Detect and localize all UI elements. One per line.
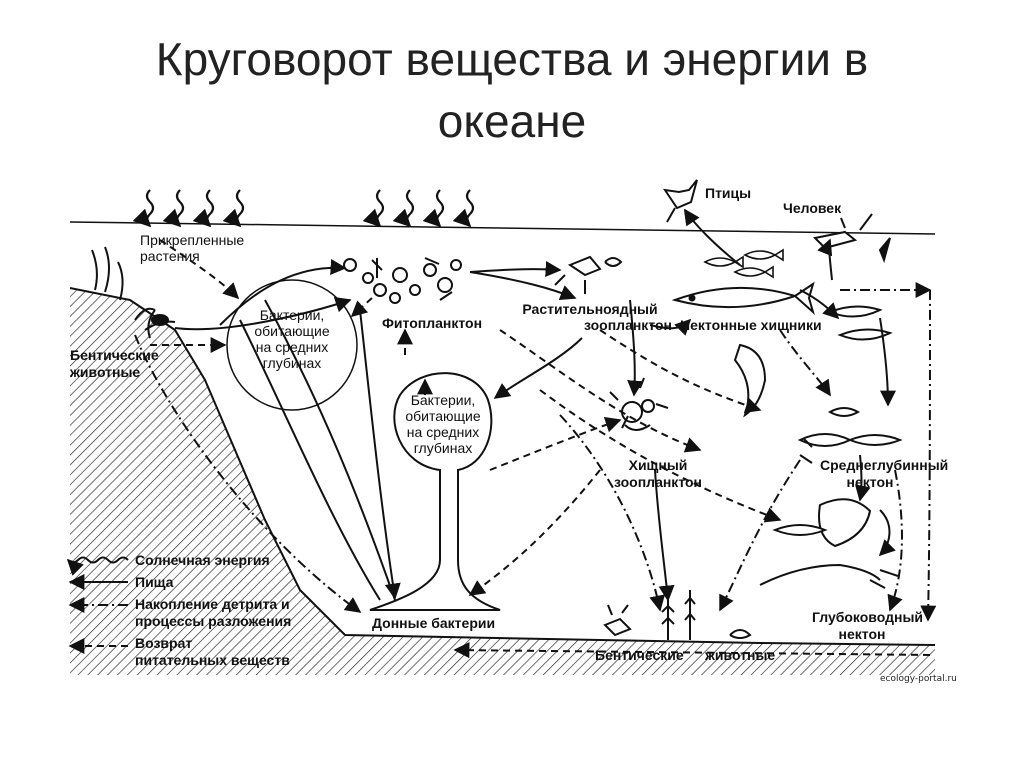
legend-item-nutrients: Возврат питательных веществ [68,635,290,668]
label-human: Человек [783,200,842,216]
label-herbivorous-zooplankton-1: Растительноядный [522,301,657,317]
predatory-zooplankton-icon [609,377,669,431]
legend-label-detritus-1: Накопление детрита и [135,596,290,612]
bottom-links [239,299,401,601]
label-benthic-bottom-2: животные [704,647,775,663]
label-bacteria-mid-2: обитающие [405,408,481,424]
legend-label-detritus-2: процессы разложения [135,613,291,629]
label-birds: Птицы [705,185,751,201]
label-mid-nekton-2: нектон [847,474,894,490]
label-attached-plants-2: растения [140,248,200,264]
title-line-1: Круговорот вещества и энергии в [155,33,869,85]
water-surface [69,221,936,235]
sea-floor [70,288,935,675]
deep-nekton-icon [759,498,899,589]
label-bacteria-top-3: на средних [256,339,328,355]
legend-item-detritus: Накопление детрита и процессы разложения [68,596,291,629]
label-phytoplankton: Фитопланктон [382,315,482,331]
label-nekton-predators: Нектонные хищники [680,317,822,333]
legend: Солнечная энергия Пища Накопление детрит… [66,552,291,668]
zooplankton-icon [554,255,623,294]
seaweed-icon [91,246,176,339]
label-bacteria-top-2: обитающие [254,323,330,339]
fish-school-icon [703,248,784,279]
label-deep-nekton-1: Глубоководный [812,609,923,625]
food-arrows [174,208,896,602]
sunlight-icon [132,189,475,228]
detritus-arrows [134,282,937,622]
benthic-animals-icon [603,590,752,640]
label-benthic-left-1: Бентические [70,347,159,363]
bacteria-top-circle [226,279,358,411]
label-predatory-zooplankton-2: зоопланктон [614,474,702,490]
nekton-fish-icon [671,281,893,418]
legend-label-food: Пища [135,574,174,590]
label-bacteria-top-4: глубинах [263,355,321,371]
label-predatory-zooplankton-1: Хищный [629,457,688,473]
mid-nekton-icon [797,407,903,464]
label-attached-plants-1: Прикрепленные [140,232,244,248]
label-herbivorous-zooplankton-2: зоопланктон [584,317,672,333]
legend-label-nutrients-2: питательных веществ [135,652,290,668]
label-benthic-bottom-1: Бентические [595,647,684,663]
label-bacteria-mid-3: на средних [407,424,479,440]
nutrient-arrows [149,239,931,659]
label-bottom-bacteria: Донные бактерии [372,615,495,631]
human-icon [812,213,891,264]
label-mid-nekton-1: Среднеглубинный [820,457,948,473]
title-line-2: океане [437,95,587,147]
label-bacteria-top-1: Бактерии, [260,307,325,323]
label-bacteria-mid-4: глубинах [414,440,472,456]
slide-title: Круговорот вещества и энергии в океане [0,28,1024,152]
label-bacteria-mid-1: Бактерии, [411,392,476,408]
bacteria-mid-balloon [369,372,501,611]
label-benthic-left-2: животные [69,364,140,380]
legend-item-food: Пища [68,574,174,590]
phytoplankton-icon [343,257,462,304]
legend-item-solar: Солнечная энергия [66,552,270,576]
legend-label-nutrients-1: Возврат [135,635,192,651]
watermark: ecology-portal.ru [880,674,957,684]
bird-icon [662,179,698,225]
label-deep-nekton-2: нектон [839,626,886,642]
legend-label-solar: Солнечная энергия [135,552,270,568]
